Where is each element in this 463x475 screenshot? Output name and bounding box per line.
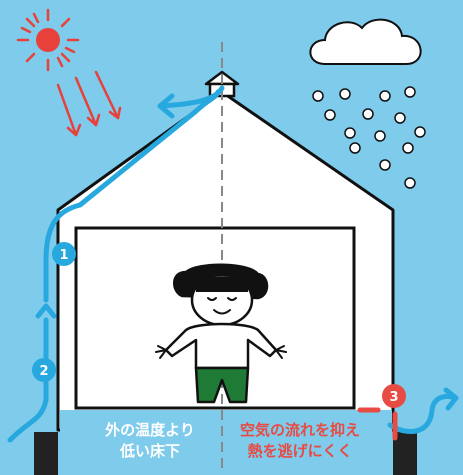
- right-caption: 空気の流れを抑え 熱を逃げにくく: [240, 421, 360, 460]
- left-caption-line2: 低い床下: [119, 442, 180, 460]
- step-marker-2: 2: [32, 358, 56, 382]
- snowflake-dots: [312, 86, 426, 189]
- right-caption-line1: 空気の流れを抑え: [240, 421, 360, 439]
- person-figure: [155, 263, 287, 404]
- underfloor-space: [60, 410, 392, 462]
- cloud-icon: [309, 18, 422, 65]
- foundation: [34, 432, 417, 475]
- right-caption-line2: 熱を逃げにくく: [248, 442, 353, 460]
- left-caption: 外の温度より 低い床下: [104, 421, 195, 460]
- sunlight-arrows: [56, 70, 122, 137]
- step-marker-3: 3: [382, 384, 406, 408]
- step-number-3: 3: [389, 390, 398, 405]
- left-caption-line1: 外の温度より: [104, 421, 195, 439]
- step-number-2: 2: [39, 364, 48, 379]
- step-marker-1: 1: [52, 242, 76, 266]
- step-number-1: 1: [59, 248, 68, 263]
- sun-icon: [16, 8, 80, 72]
- airflow-path: [7, 85, 459, 443]
- vent-barrier: [357, 407, 398, 441]
